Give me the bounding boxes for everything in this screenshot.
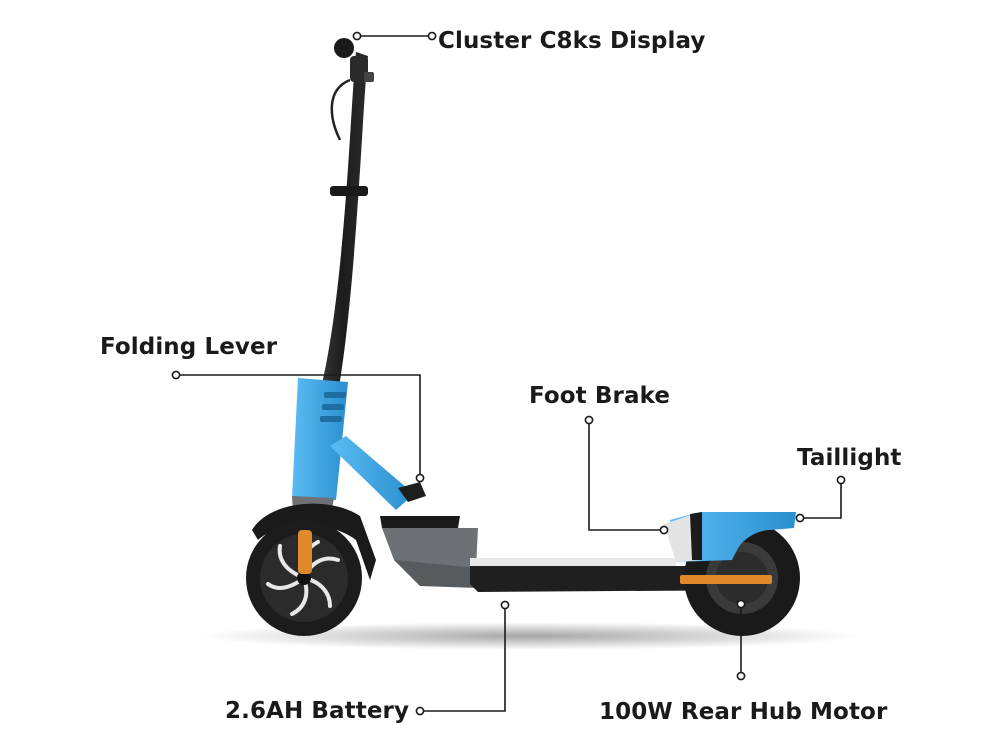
label-battery: 2.6AH Battery: [225, 698, 410, 724]
rear-reflector: [680, 575, 772, 584]
handlebar: [334, 38, 374, 82]
label-folding-lever: Folding Lever: [100, 334, 278, 360]
label-foot-brake: Foot Brake: [529, 383, 671, 409]
label-taillight: Taillight: [797, 445, 902, 471]
label-motor: 100W Rear Hub Motor: [599, 699, 888, 725]
front-wheel: [246, 520, 362, 636]
battery-housing: [380, 516, 478, 588]
callout-lines: [176, 35, 842, 712]
frame-downtube: [330, 436, 426, 510]
rear-fender: [664, 512, 796, 562]
ground-shadow: [200, 622, 860, 650]
front-reflector: [298, 530, 312, 574]
callout-dots: [171, 31, 846, 716]
stem: [318, 52, 368, 404]
label-display: Cluster C8ks Display: [438, 28, 706, 54]
front-fender: [252, 503, 376, 580]
